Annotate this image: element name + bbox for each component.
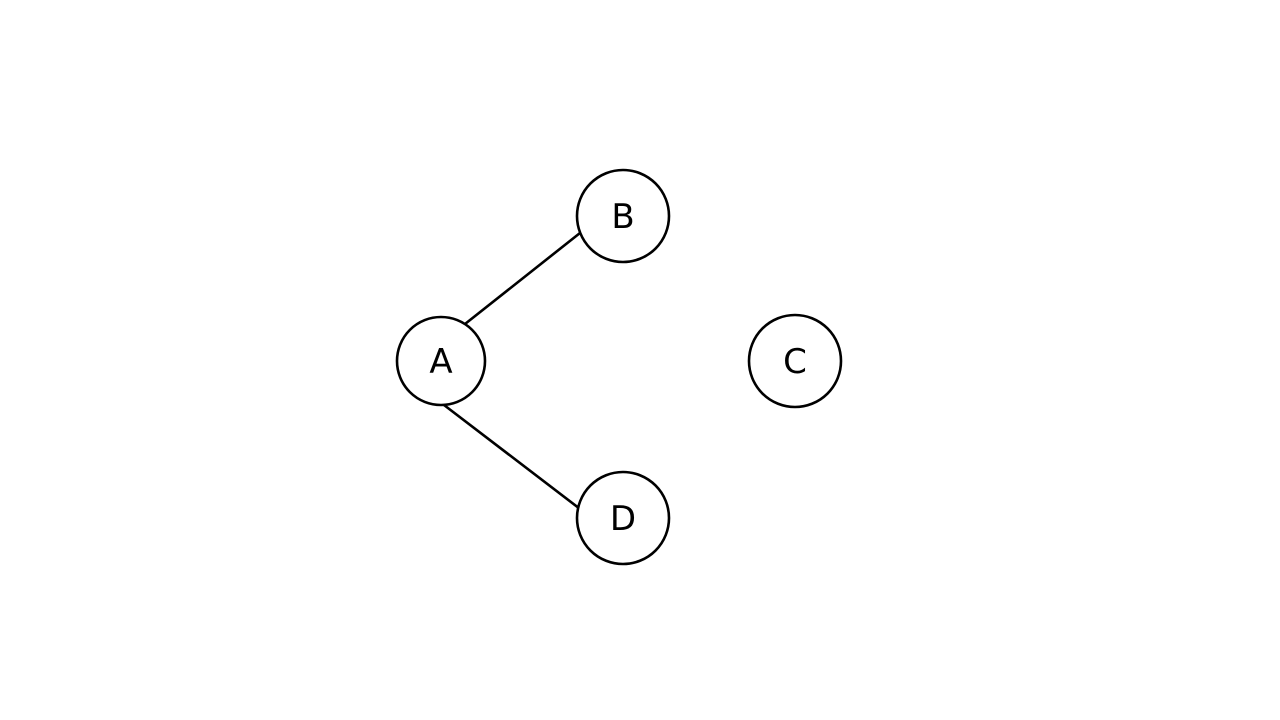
node-c-label: C [783,342,807,382]
node-d-circle[interactable] [575,470,671,566]
edge-a-b[interactable] [463,231,582,326]
edge-layer [442,231,586,514]
node-c-circle[interactable] [747,313,843,409]
node-d-label: D [610,499,636,539]
node-d[interactable]: D [575,470,671,566]
node-b-label: B [611,197,634,237]
node-c[interactable]: C [747,313,843,409]
node-a-circle[interactable] [395,315,487,407]
node-a[interactable]: A [395,315,487,407]
node-a-label: A [429,342,452,382]
node-b[interactable]: B [575,168,671,264]
node-layer: A B C D [395,168,843,566]
node-b-circle[interactable] [575,168,671,264]
edge-a-d[interactable] [442,403,586,514]
